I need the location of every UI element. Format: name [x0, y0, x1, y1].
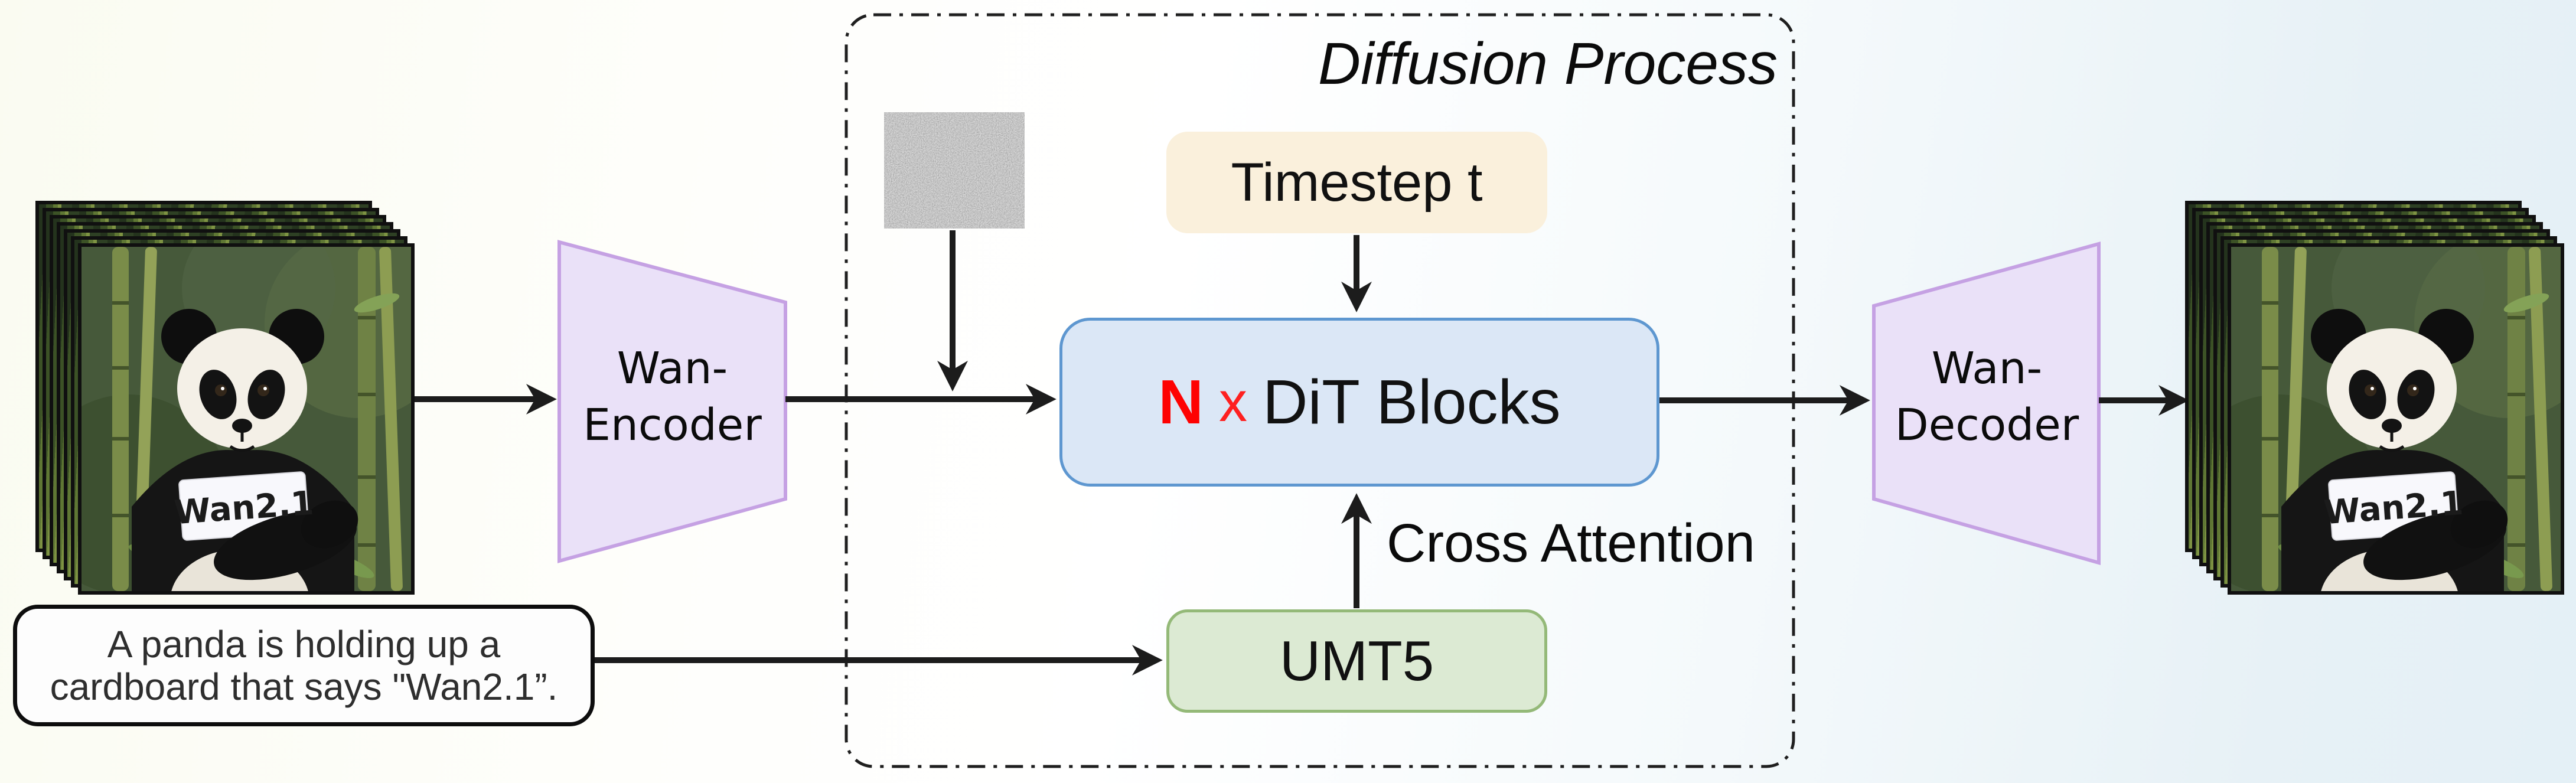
diffusion-process-title: Diffusion Process: [1318, 31, 1778, 97]
timestep-box: Timestep t: [1166, 132, 1547, 233]
panda-body: [132, 449, 358, 591]
wan-decoder-label: Wan- Decoder: [1874, 340, 2100, 454]
prompt-line-1: A panda is holding up a: [107, 623, 501, 665]
prompt-box: A panda is holding up a cardboard that s…: [13, 605, 595, 726]
wan-encoder-label: Wan- Encoder: [559, 340, 785, 454]
wan-encoder-label-line1: Wan-: [617, 343, 728, 394]
dit-times-symbol: x: [1218, 370, 1247, 433]
umt5-label: UMT5: [1279, 629, 1434, 693]
prompt-line-2: cardboard that says "Wan2.1”.: [50, 665, 558, 708]
wan-encoder-shape: [557, 240, 787, 563]
timestep-label: Timestep t: [1231, 152, 1483, 213]
output-video-frame-stack: Wan2.1: [2185, 201, 2566, 596]
panda-head: [2311, 309, 2474, 452]
wan-decoder-label-line1: Wan-: [1931, 343, 2043, 394]
wan-decoder-label-line2: Decoder: [1894, 400, 2079, 451]
diffusion-process-boundary: [844, 13, 1795, 768]
panda-head: [161, 309, 324, 452]
panda-body: [2281, 449, 2508, 591]
dit-blocks-label: DiT Blocks: [1262, 367, 1561, 437]
cross-attention-label: Cross Attention: [1387, 513, 1755, 573]
panda-sign-text: Wan2.1: [2322, 484, 2465, 532]
input-video-frame-stack: Wan2.1: [35, 201, 416, 596]
panda-illustration: [2231, 247, 2561, 591]
wan-decoder-shape: [1872, 242, 2101, 565]
video-frame-front: Wan2.1: [78, 243, 415, 595]
panda-sign-text: Wan2.1: [172, 484, 315, 532]
video-frame-front: Wan2.1: [2228, 243, 2564, 595]
dit-blocks-box: N x DiT Blocks: [1059, 318, 1659, 487]
wan-encoder-label-line2: Encoder: [583, 400, 762, 451]
panda-illustration: [81, 247, 411, 591]
umt5-box: UMT5: [1166, 609, 1547, 713]
dit-repeat-count: N: [1158, 367, 1204, 437]
bamboo-stalks: [2262, 247, 2552, 591]
noise-latent-image: [884, 112, 1025, 229]
